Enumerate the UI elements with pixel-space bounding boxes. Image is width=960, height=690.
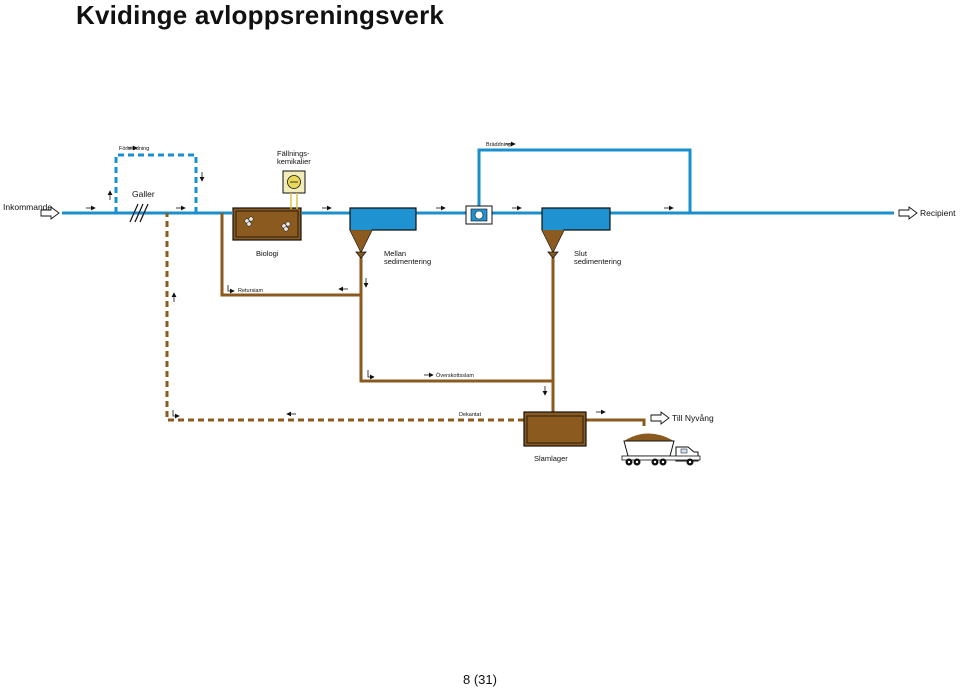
label-final-sed-line1: Slut: [574, 249, 588, 258]
corner-arrows: [172, 285, 375, 419]
sludge-storage-tank: [523, 411, 587, 447]
chemical-dosing-unit: [282, 170, 306, 209]
label-screen: Galler: [132, 189, 155, 199]
excess-sludge-line: [359, 295, 553, 383]
label-recipient: Recipient: [920, 208, 956, 218]
label-intermediate-sed-line1: Mellan: [384, 249, 406, 258]
hollow-right-arrow-nyvang: [650, 411, 670, 425]
return-sludge-line: [220, 213, 363, 297]
to-nyvang-line: [586, 418, 646, 426]
label-overflow: Bräddning: [486, 142, 511, 148]
label-final-sed-line2: sedimentering: [574, 257, 621, 266]
label-decantate: Dekantat: [459, 412, 481, 418]
page-number: 8 (31): [463, 672, 497, 687]
label-incoming: Inkommande: [3, 202, 52, 212]
intermediate-sedimentation-tank: [349, 207, 417, 259]
label-sludge-storage: Slamlager: [534, 454, 568, 463]
overflow-line: [477, 148, 692, 213]
label-chemicals-line2: kemikalier: [277, 157, 311, 166]
uv-unit-icon: [474, 210, 484, 220]
dump-truck-icon: [621, 433, 701, 466]
label-intermediate-sed-line2: sedimentering: [384, 257, 431, 266]
label-bypass: Förbiledning: [119, 146, 149, 152]
final-sedimentation-tank: [541, 207, 611, 259]
hollow-right-arrow-recipient: [898, 206, 918, 220]
decantate-line: [165, 213, 524, 422]
page-title: Kvidinge avloppsreningsverk: [76, 0, 445, 30]
label-return-sludge: Retursiam: [238, 288, 263, 294]
flow-arrows: [86, 141, 674, 417]
bypass-line: [114, 153, 198, 213]
label-chemicals-line1: Fällnings-: [277, 149, 310, 158]
label-excess-sludge: Överskottsslam: [436, 372, 474, 379]
uv-unit: [465, 205, 493, 225]
label-to-nyvang: Till Nyvång: [672, 413, 714, 423]
screen-symbol: [129, 203, 149, 223]
hollow-right-arrow-incoming: [40, 206, 60, 220]
aerator-icon: [244, 216, 291, 232]
label-biology: Biologi: [256, 249, 279, 258]
biology-tank: [232, 207, 302, 241]
